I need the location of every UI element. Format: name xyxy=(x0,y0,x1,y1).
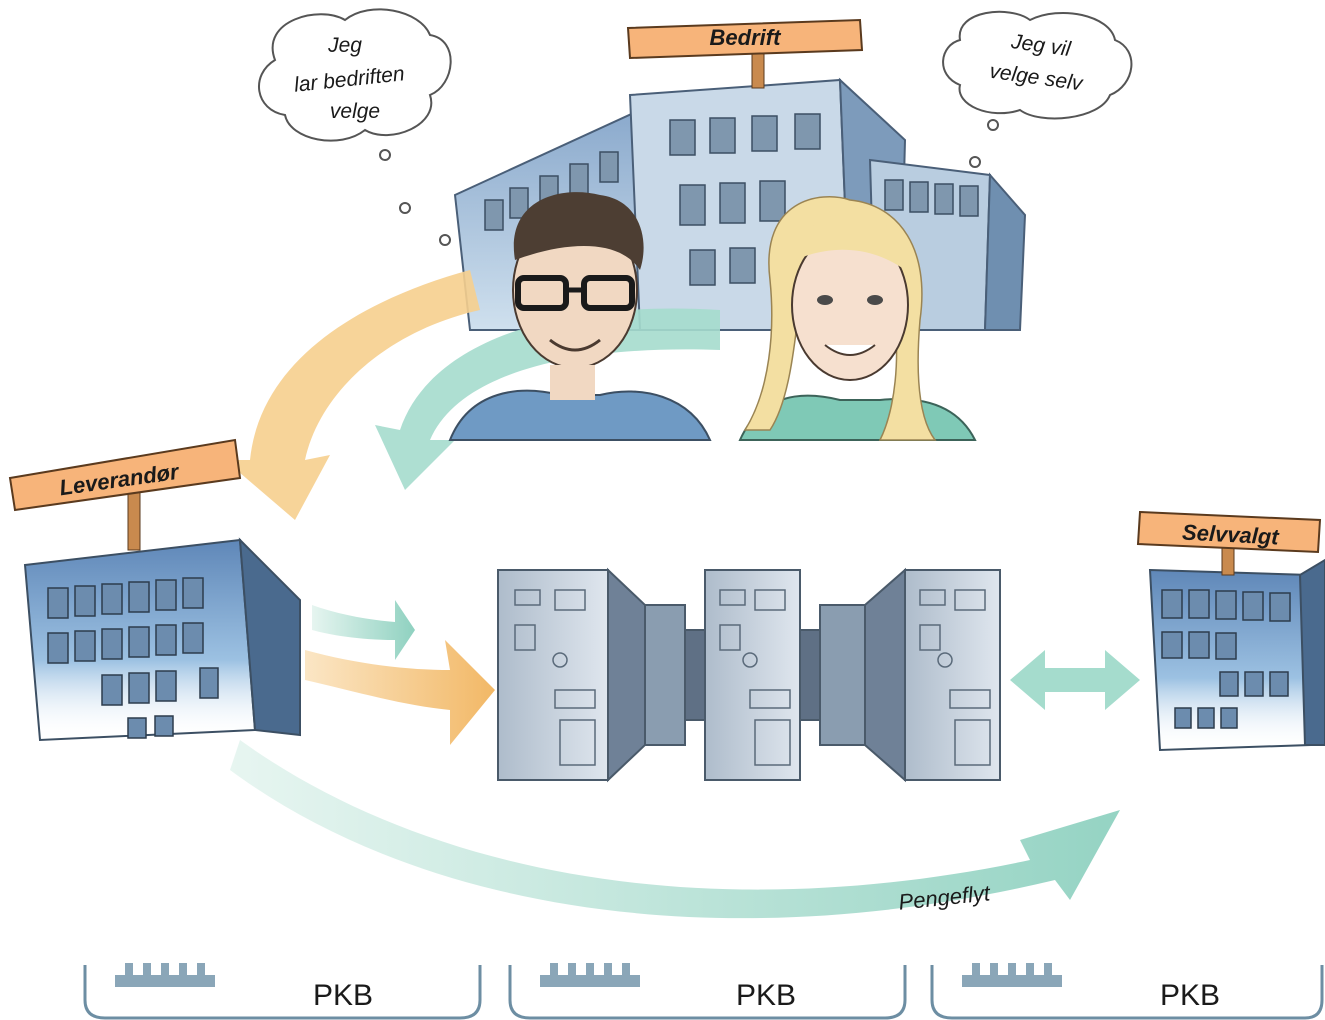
pkb-card-label: PKB xyxy=(1160,979,1220,1012)
pkb-card-label: PKB xyxy=(736,979,796,1012)
thought-bubble-right: Jeg vil velge selv xyxy=(942,10,1133,168)
bedrift-sign-label: Bedrift xyxy=(710,25,783,50)
man-illustration xyxy=(448,192,712,441)
pillar-icon xyxy=(962,963,1062,987)
money-flow-arrow xyxy=(230,740,1120,919)
pkb-card-label: PKB xyxy=(313,979,373,1012)
double-arrow-selvvalgt xyxy=(1010,650,1140,710)
woman-illustration xyxy=(738,196,977,441)
orange-arrow-to-servers xyxy=(305,640,495,745)
server-cabinets xyxy=(497,567,1001,783)
pkb-card-1: PKB xyxy=(83,963,482,1020)
teal-arrow-to-servers xyxy=(312,600,415,660)
orange-choice-arrow xyxy=(225,270,480,520)
leverandor-sign: Leverandør xyxy=(8,438,242,551)
pillar-icon xyxy=(115,963,215,987)
pkb-card-2: PKB xyxy=(508,963,907,1020)
bedrift-sign: Bedrift xyxy=(626,18,864,89)
selvvalgt-sign: Selvvalgt xyxy=(1136,510,1322,576)
pillar-icon xyxy=(540,963,640,987)
thought-left-line3: velge xyxy=(330,100,380,123)
pkb-card-3: PKB xyxy=(930,963,1324,1020)
selvvalgt-building xyxy=(1148,558,1325,752)
selvvalgt-sign-label: Selvvalgt xyxy=(1181,519,1280,549)
leverandor-building xyxy=(23,537,301,742)
thought-left-line1: Jeg xyxy=(327,34,362,57)
thought-bubble-left: Jeg lar bedriften velge xyxy=(258,8,452,246)
